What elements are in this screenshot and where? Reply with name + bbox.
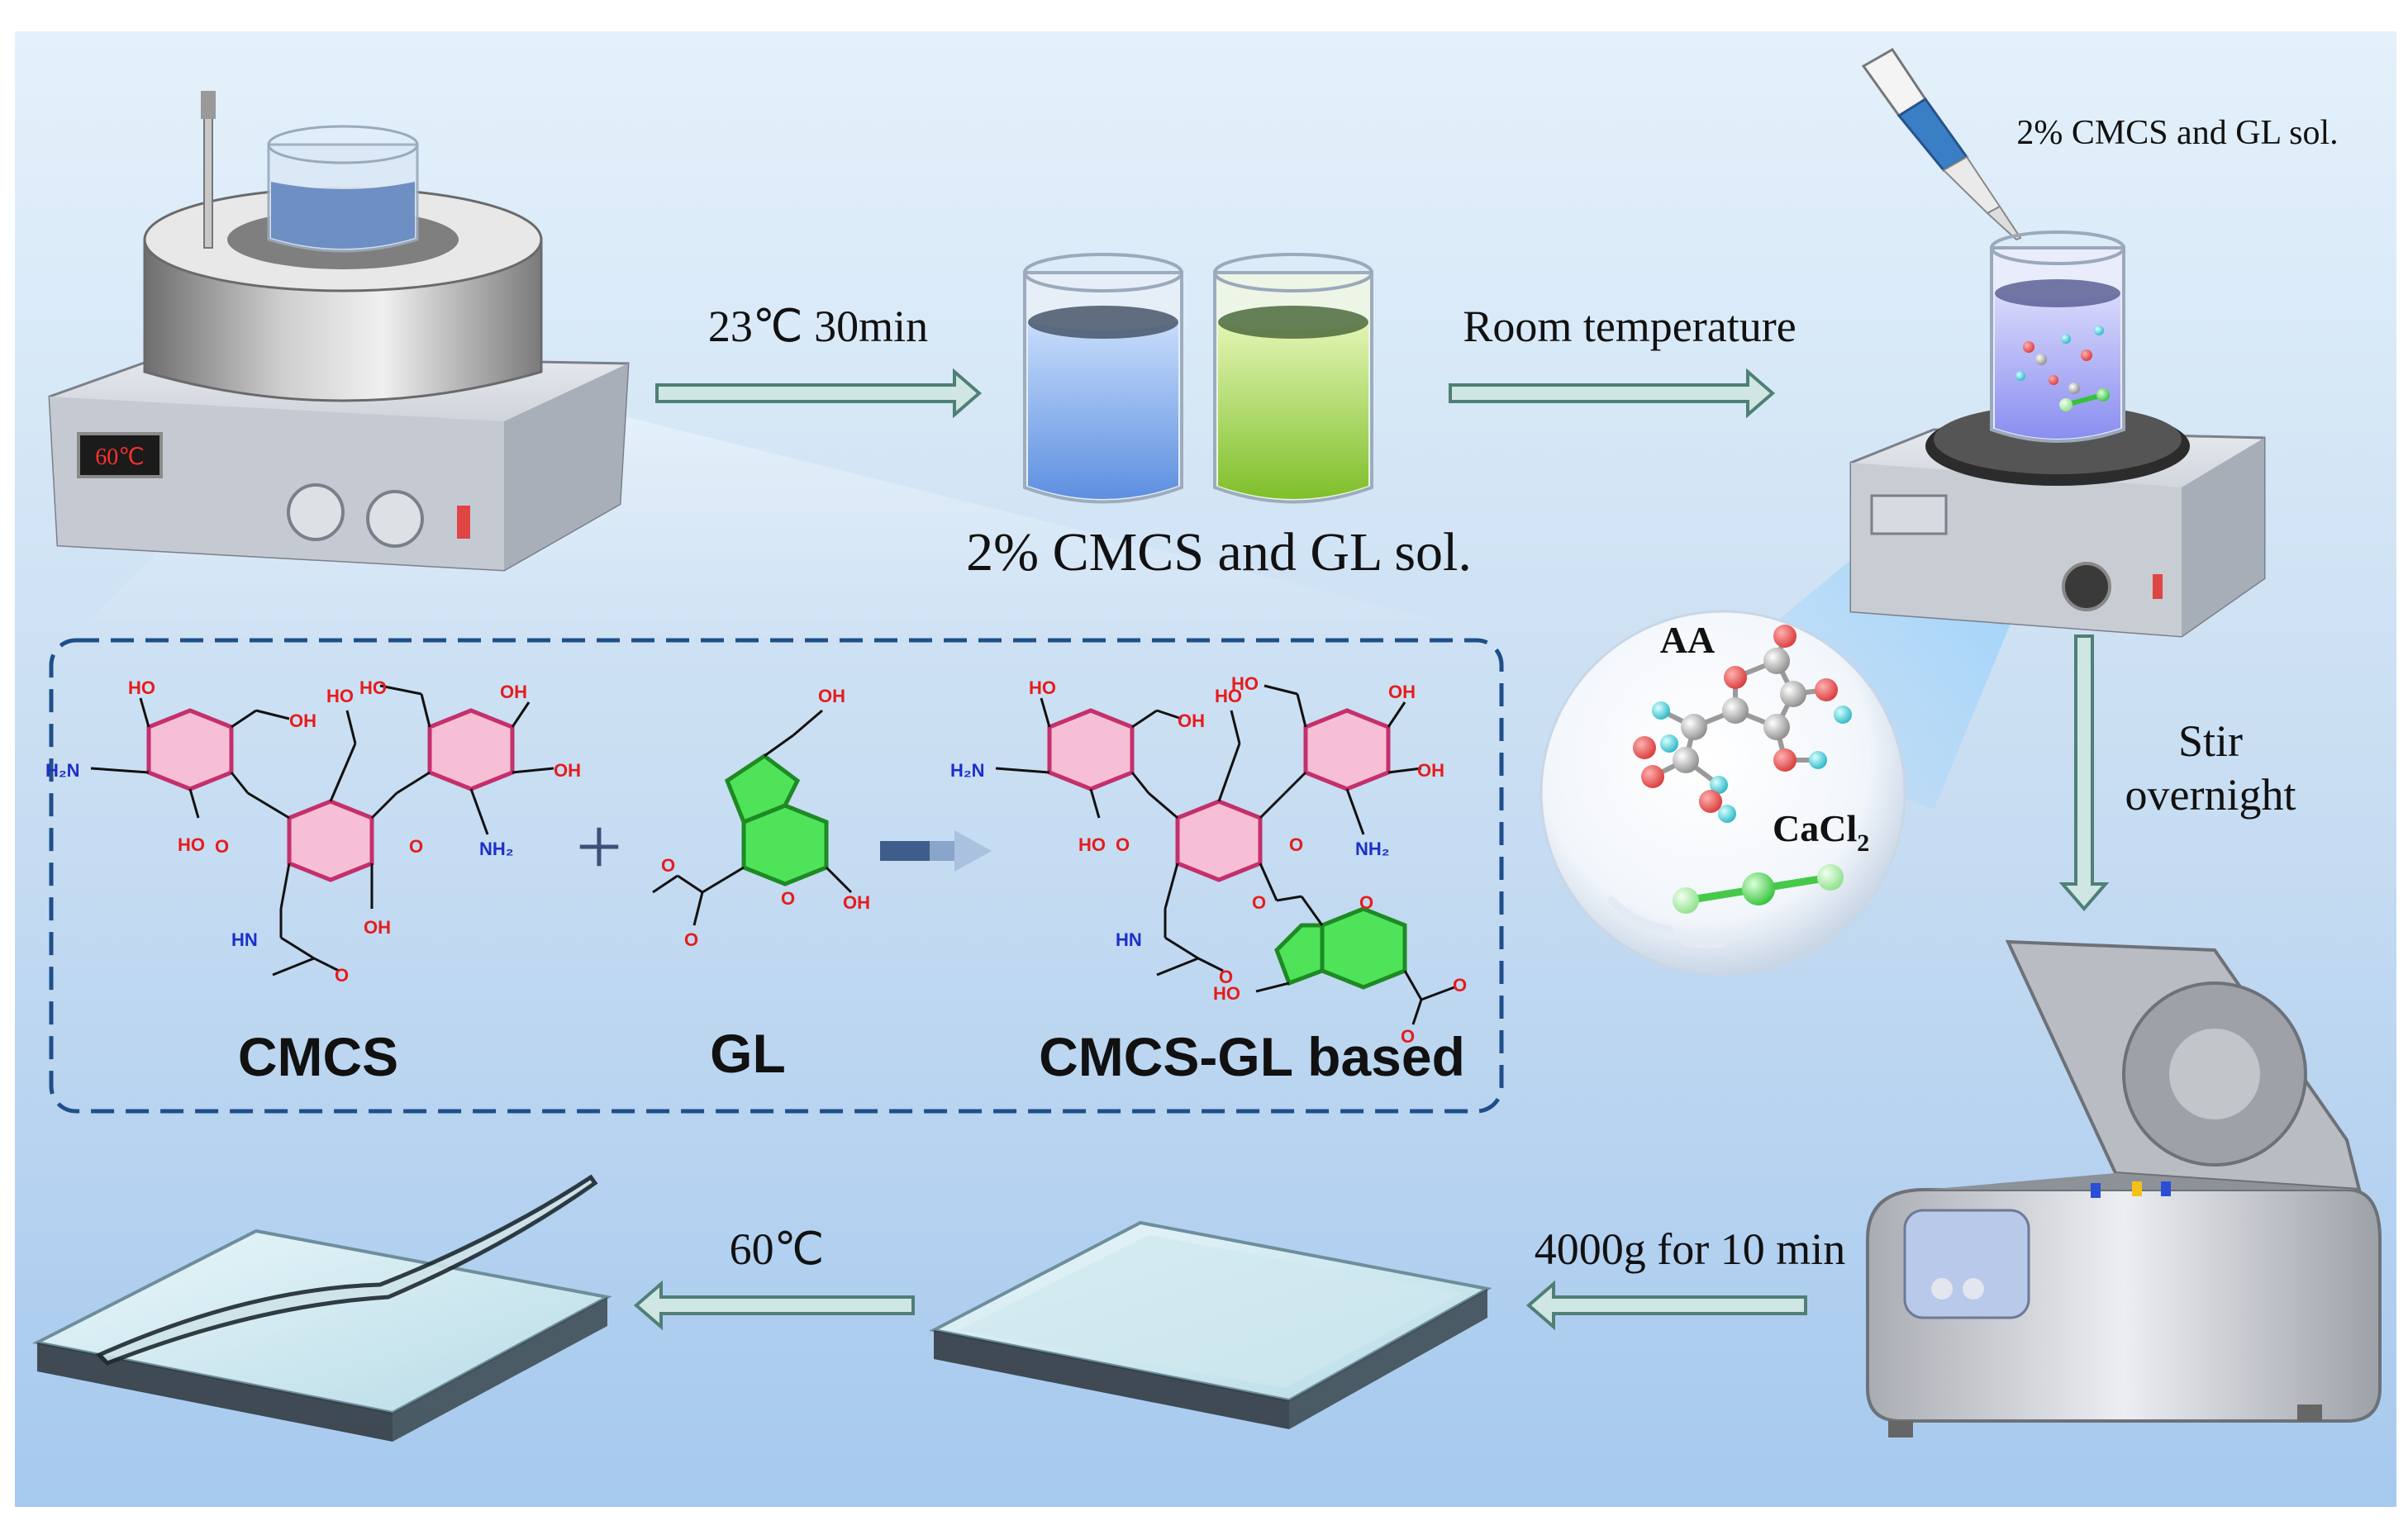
svg-text:OH: OH bbox=[500, 682, 527, 702]
thermometer bbox=[203, 98, 213, 249]
centrifuge-button-right bbox=[1963, 1278, 1984, 1300]
plus-sign: + bbox=[576, 801, 622, 892]
reaction-arrow bbox=[880, 830, 992, 872]
arrow-heating-to-solutions: 23℃ 30min bbox=[655, 302, 983, 419]
solution-beakers: 2% CMCS and GL sol. bbox=[966, 253, 1472, 582]
arrow-solutions-to-mixing: Room temperature bbox=[1449, 302, 1796, 419]
dried-film-tray bbox=[31, 1174, 612, 1442]
svg-text:HO: HO bbox=[1213, 983, 1240, 1004]
arrow-drying: 60℃ bbox=[633, 1224, 915, 1331]
heater-knob-right bbox=[366, 490, 424, 548]
svg-text:OH: OH bbox=[818, 686, 845, 706]
pipette-label: 2% CMCS and GL sol. bbox=[2016, 114, 2338, 152]
centrifuge-label: 4000g for 10 min bbox=[1535, 1224, 1845, 1274]
solutions-label: 2% CMCS and GL sol. bbox=[966, 522, 1472, 582]
stirrer-knob bbox=[2062, 562, 2111, 611]
svg-text:O: O bbox=[661, 855, 675, 876]
svg-text:HO: HO bbox=[326, 686, 354, 706]
peeled-film bbox=[95, 1174, 598, 1366]
stir-label-line2: overnight bbox=[2125, 770, 2296, 820]
svg-text:OH: OH bbox=[1388, 682, 1416, 702]
cmcs-gl-label: CMCS-GL based bbox=[1039, 1026, 1465, 1087]
molecule-bubble: AA bbox=[1540, 610, 1906, 977]
cmcs-gl-structure: HO H₂N HO OH O HN O HO O O HO OH OH NH₂ … bbox=[950, 673, 1467, 1087]
drying-label: 60℃ bbox=[730, 1224, 825, 1274]
svg-text:O: O bbox=[1252, 892, 1266, 913]
stirrer-display bbox=[1870, 494, 1948, 535]
svg-text:H₂N: H₂N bbox=[950, 760, 985, 781]
pipette bbox=[1861, 48, 2027, 273]
arrow1-label: 23℃ 30min bbox=[708, 302, 928, 351]
svg-text:O: O bbox=[1289, 834, 1303, 855]
svg-text:O: O bbox=[335, 965, 349, 986]
svg-text:OH: OH bbox=[843, 892, 870, 913]
heater-knob-left bbox=[287, 483, 345, 541]
svg-text:HO: HO bbox=[1029, 677, 1056, 698]
svg-text:H₂N: H₂N bbox=[45, 760, 80, 781]
svg-text:HN: HN bbox=[1116, 929, 1142, 950]
svg-text:NH₂: NH₂ bbox=[479, 839, 514, 859]
svg-text:HN: HN bbox=[231, 929, 258, 950]
arrow2-label: Room temperature bbox=[1463, 302, 1796, 351]
svg-text:HO: HO bbox=[1231, 673, 1259, 694]
reaction-box bbox=[49, 638, 1504, 1114]
svg-text:O: O bbox=[1359, 892, 1373, 913]
gl-beaker bbox=[1213, 253, 1373, 504]
svg-text:O: O bbox=[215, 836, 229, 857]
stirrer-switch bbox=[2153, 574, 2163, 599]
svg-text:OH: OH bbox=[1417, 760, 1444, 781]
svg-text:NH₂: NH₂ bbox=[1355, 839, 1390, 859]
cacl2-label: CaCl2 bbox=[1773, 807, 1869, 857]
heater-display bbox=[77, 432, 163, 478]
svg-text:O: O bbox=[684, 929, 698, 950]
heater-temperature: 60℃ bbox=[95, 444, 144, 470]
gl-label: GL bbox=[710, 1023, 786, 1084]
gl-structure: OH OH O O O GL bbox=[652, 686, 870, 1084]
heating-stirrer: 60℃ bbox=[48, 91, 1504, 636]
cmcs-label: CMCS bbox=[238, 1026, 398, 1087]
svg-text:HO: HO bbox=[178, 834, 205, 855]
svg-text:O: O bbox=[1453, 975, 1467, 996]
centrifuge-button-left bbox=[1931, 1278, 1953, 1300]
casting-tray bbox=[929, 1220, 1492, 1429]
svg-text:O: O bbox=[409, 836, 423, 857]
svg-text:OH: OH bbox=[289, 710, 316, 731]
cmcs-structure: HO H₂N HO OH O HN O OH HO O HO OH OH NH₂… bbox=[45, 677, 581, 1087]
svg-text:HO: HO bbox=[128, 677, 155, 698]
svg-text:O: O bbox=[1116, 834, 1130, 855]
svg-text:O: O bbox=[1219, 967, 1233, 987]
svg-text:OH: OH bbox=[364, 917, 391, 938]
arrow-centrifuge-to-casting: 4000g for 10 min bbox=[1525, 1224, 1845, 1331]
svg-text:HO: HO bbox=[1215, 686, 1242, 706]
cmcs-beaker bbox=[1023, 253, 1183, 504]
svg-text:O: O bbox=[781, 888, 795, 909]
beaker-molecules bbox=[2015, 326, 2110, 411]
ascorbic-acid-atoms bbox=[1633, 625, 1852, 823]
svg-text:HO: HO bbox=[359, 677, 387, 698]
svg-text:HO: HO bbox=[1078, 834, 1106, 855]
svg-text:OH: OH bbox=[554, 760, 581, 781]
stir-label-line1: Stir bbox=[2178, 716, 2243, 766]
heater-switch bbox=[457, 506, 470, 539]
centrifuge-panel bbox=[1903, 1209, 2030, 1319]
aa-label: AA bbox=[1660, 619, 1715, 661]
cacl2-model bbox=[1673, 864, 1844, 914]
svg-text:OH: OH bbox=[1178, 710, 1205, 731]
arrow-stir-overnight: Stir overnight bbox=[2058, 634, 2296, 912]
svg-text:O: O bbox=[1401, 1026, 1415, 1047]
centrifuge bbox=[1866, 939, 2382, 1438]
